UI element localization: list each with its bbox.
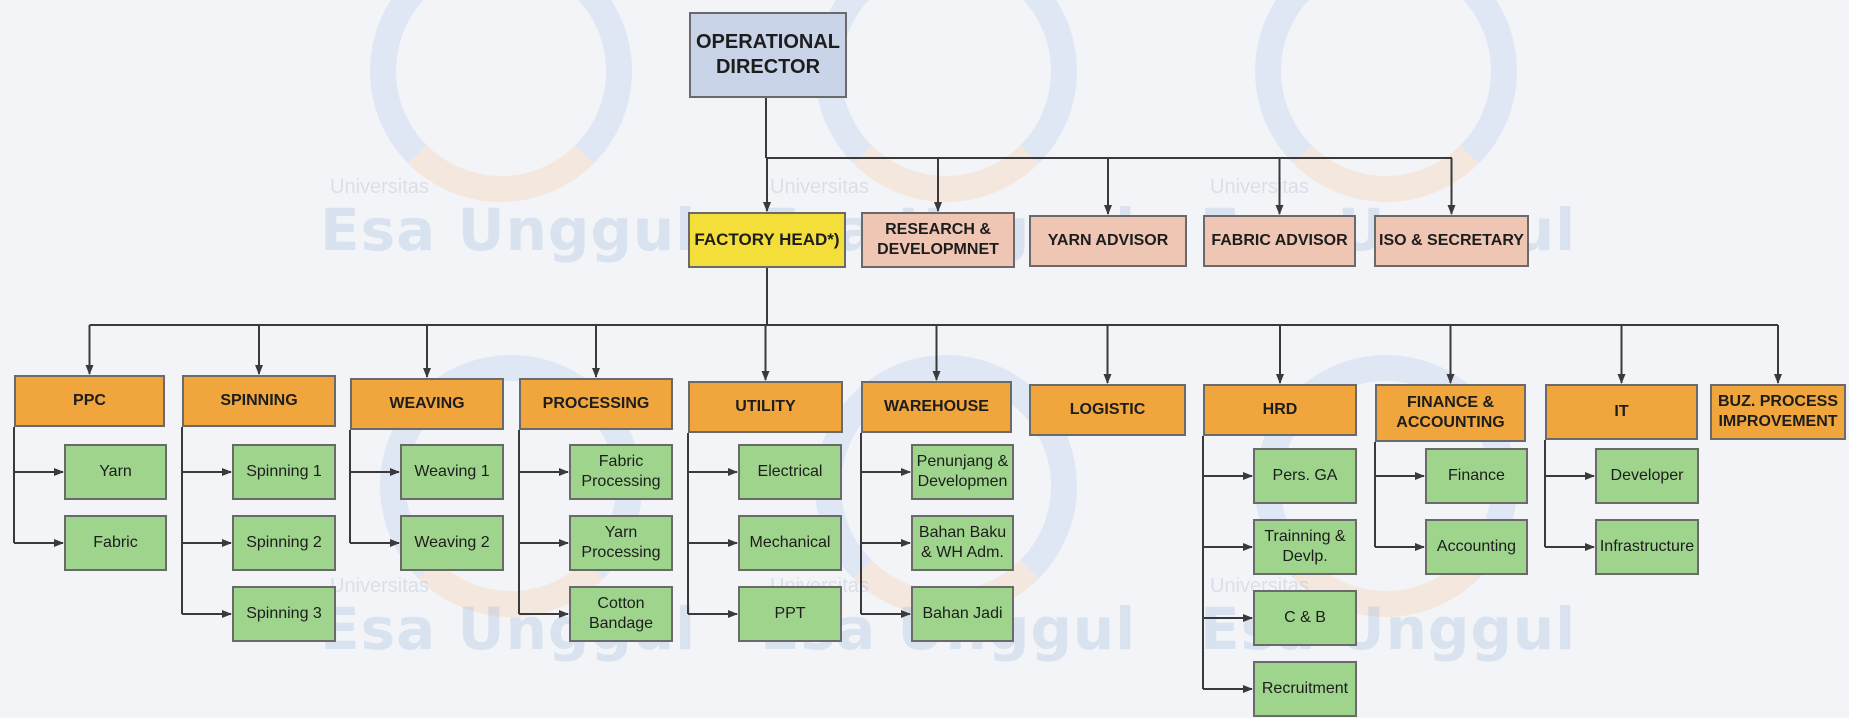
department-box-logistic: LOGISTIC (1029, 384, 1186, 436)
unit-box-weaving-1: Weaving 1 (400, 444, 504, 500)
unit-box-cotton-bandage: Cotton Bandage (569, 586, 673, 642)
operational-director-box: OPERATIONAL DIRECTOR (689, 12, 847, 98)
unit-box-fabric-processing: Fabric Processing (569, 444, 673, 500)
unit-box-spinning-1: Spinning 1 (232, 444, 336, 500)
department-box-buz-process-improvement: BUZ. PROCESS IMPROVEMENT (1710, 384, 1846, 440)
level1-box-research-developmnet: RESEARCH & DEVELOPMNET (861, 212, 1015, 268)
unit-box-mechanical: Mechanical (738, 515, 842, 571)
unit-box-spinning-2: Spinning 2 (232, 515, 336, 571)
unit-box-infrastructure: Infrastructure (1595, 519, 1699, 575)
unit-box-fabric: Fabric (64, 515, 167, 571)
level1-box-fabric-advisor: FABRIC ADVISOR (1203, 215, 1356, 267)
department-box-warehouse: WAREHOUSE (861, 381, 1012, 433)
unit-box-weaving-2: Weaving 2 (400, 515, 504, 571)
level1-box-iso-secretary: ISO & SECRETARY (1374, 215, 1529, 267)
unit-box-pers-ga: Pers. GA (1253, 448, 1357, 504)
unit-box-c-b: C & B (1253, 590, 1357, 646)
unit-box-accounting: Accounting (1425, 519, 1528, 575)
unit-box-spinning-3: Spinning 3 (232, 586, 336, 642)
department-box-processing: PROCESSING (519, 378, 673, 430)
department-box-hrd: HRD (1203, 384, 1357, 436)
department-box-finance-accounting: FINANCE & ACCOUNTING (1375, 384, 1526, 442)
unit-box-yarn: Yarn (64, 444, 167, 500)
unit-box-trainning-devlp: Trainning & Devlp. (1253, 519, 1357, 575)
unit-box-bahan-jadi: Bahan Jadi (911, 586, 1014, 642)
unit-box-yarn-processing: Yarn Processing (569, 515, 673, 571)
unit-box-ppt: PPT (738, 586, 842, 642)
unit-box-electrical: Electrical (738, 444, 842, 500)
department-box-ppc: PPC (14, 375, 165, 427)
unit-box-bahan-baku-wh-adm: Bahan Baku & WH Adm. (911, 515, 1014, 571)
department-box-spinning: SPINNING (182, 375, 336, 427)
level1-box-factory-head: FACTORY HEAD*) (688, 212, 846, 268)
level1-box-yarn-advisor: YARN ADVISOR (1029, 215, 1187, 267)
department-box-it: IT (1545, 384, 1698, 440)
unit-box-developer: Developer (1595, 448, 1699, 504)
unit-box-finance: Finance (1425, 448, 1528, 504)
unit-box-penunjang-developmen: Penunjang & Developmen (911, 444, 1014, 500)
department-box-utility: UTILITY (688, 381, 843, 433)
unit-box-recruitment: Recruitment (1253, 661, 1357, 717)
department-box-weaving: WEAVING (350, 378, 504, 430)
